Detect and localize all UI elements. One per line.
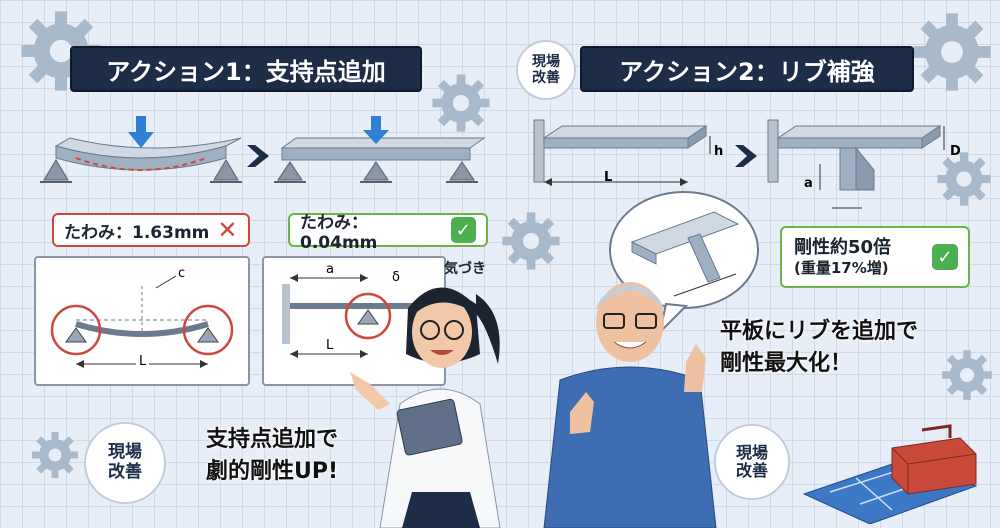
diagram-label-c: c xyxy=(178,266,186,281)
gear-icon xyxy=(432,74,490,132)
gear-icon xyxy=(942,350,992,400)
kaizen-badge: 現場 改善 xyxy=(84,422,166,504)
kaizen-badge: 現場 改善 xyxy=(714,424,790,500)
badge-line: 現場 xyxy=(735,442,768,462)
flat-plate-illustration xyxy=(533,119,711,186)
gear-icon xyxy=(32,432,78,478)
load-arrow-icon xyxy=(136,116,146,134)
female-engineer-illustration xyxy=(350,287,501,528)
gear-icon xyxy=(913,13,991,91)
diagram-label-delta: δ xyxy=(392,270,400,285)
supported-beam-illustration xyxy=(274,116,486,183)
kizuki-label: 気づき xyxy=(444,261,486,277)
badge-line: 現場 xyxy=(108,442,142,463)
gear-icon xyxy=(937,152,991,206)
badge-line: 改善 xyxy=(108,462,142,482)
diagram-label-l: L xyxy=(136,354,150,369)
check-icon: ✓ xyxy=(450,217,476,243)
rib-result-weight: (重量17%増) xyxy=(794,258,889,277)
action1-caption: 支持点追加で 劇的剛性UP! xyxy=(206,424,338,488)
gear-icon xyxy=(21,11,101,91)
action1-title: アクション1：支持点追加 xyxy=(70,46,422,92)
diagram-label-a: a xyxy=(326,262,334,277)
right-arrow-icon xyxy=(247,145,269,167)
rib-label-d: D xyxy=(950,144,961,159)
kaizen-badge: 現場 改善 xyxy=(516,40,576,100)
action2-caption-line2: 剛性最大化！ xyxy=(720,350,853,376)
ribbed-plate-illustration xyxy=(767,119,945,209)
rib-label-a: a xyxy=(804,176,813,191)
plate-label-l: L xyxy=(604,170,613,185)
rib-result-stiffness: 剛性約50倍 xyxy=(794,236,892,258)
right-arrow-icon xyxy=(735,145,757,167)
action2-caption-line1: 平板にリブを追加で xyxy=(720,319,919,344)
rib-result-callout: 剛性約50倍 (重量17%増) ✓ xyxy=(780,226,970,288)
diagram-label-l: L xyxy=(326,338,334,353)
blueprint-toolbox-illustration xyxy=(802,424,978,524)
badge-line: 現場 xyxy=(532,53,560,70)
gear-icon xyxy=(502,212,560,270)
deflected-beam-illustration xyxy=(40,116,242,183)
deflection-before-callout: たわみ：1.63mm ✕ xyxy=(52,213,250,247)
check-icon: ✓ xyxy=(932,244,958,270)
deflection-after-value: たわみ：0.04mm xyxy=(300,212,378,253)
action1-caption-line1: 支持点追加で xyxy=(206,427,339,452)
action1-caption-line2: 劇的剛性UP! xyxy=(206,458,339,484)
simply-supported-diagram: c L xyxy=(34,256,250,386)
male-engineer-illustration xyxy=(543,282,717,528)
action2-title: アクション2：リブ補強 xyxy=(580,46,914,92)
action2-caption: 平板にリブを追加で 剛性最大化！ xyxy=(720,316,918,380)
x-mark-icon: ✕ xyxy=(217,216,238,244)
plate-label-h: h xyxy=(714,144,724,159)
badge-line: 改善 xyxy=(735,461,768,480)
badge-line: 改善 xyxy=(532,70,560,86)
deflection-before-value: たわみ：1.63mm xyxy=(64,222,210,243)
deflection-after-callout: たわみ：0.04mm ✓ xyxy=(288,213,488,253)
rib-detail-bubble xyxy=(609,191,759,334)
